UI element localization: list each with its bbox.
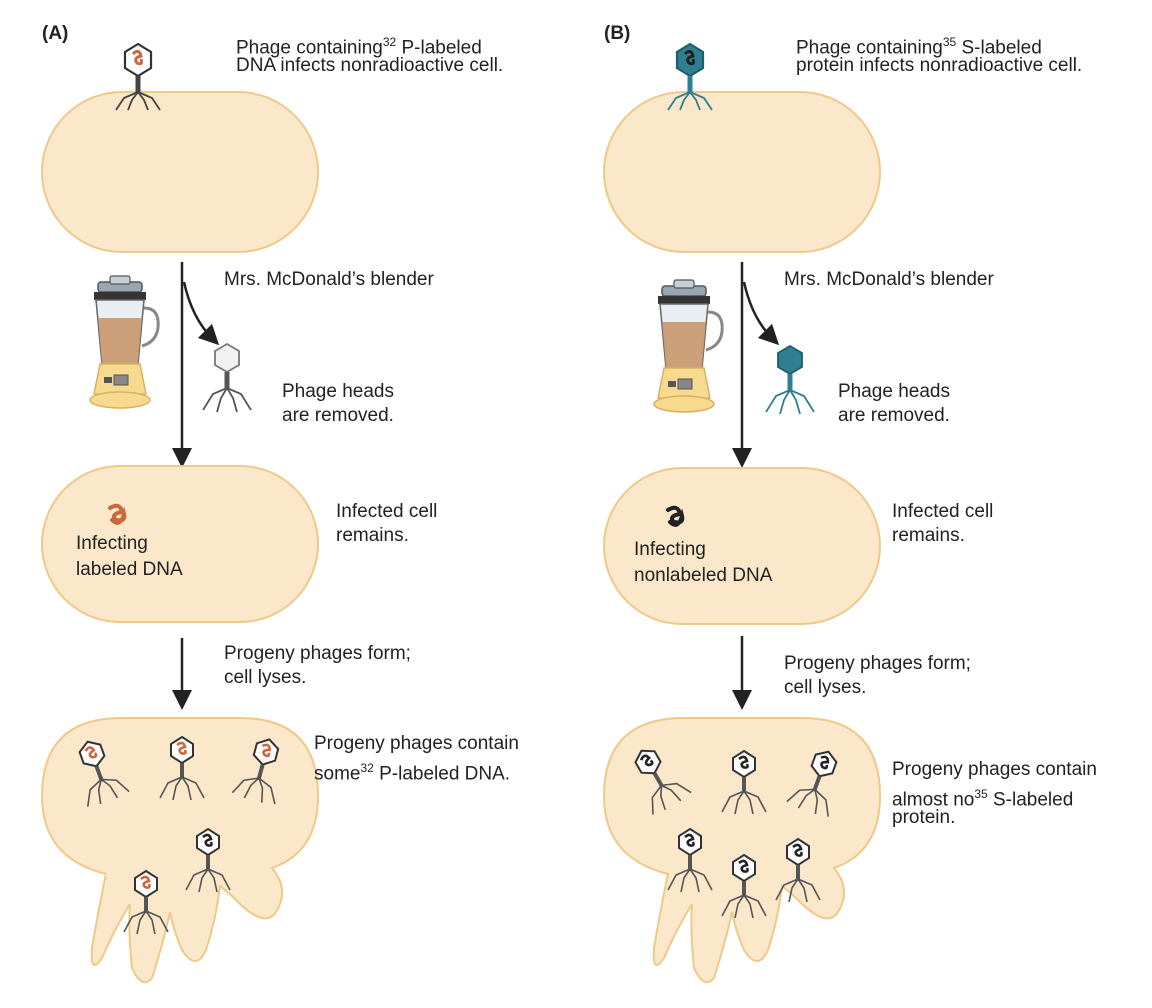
panel-b-tag: (B) [604,23,631,44]
remains-line1-b: Infected cell [892,501,994,522]
infecting-line2-b: nonlabeled DNA [634,565,773,586]
progeny-step-line1-a: Progeny phages form; [224,643,411,664]
arrow-icon [742,281,780,346]
result-line2-b: almost no35 S-labeled [892,782,1073,812]
result-line1-b: Progeny phages contain [892,759,1097,780]
result-text: almost no [892,789,975,811]
progeny-step-line2-b: cell lyses. [784,677,867,698]
step1-line2-a: DNA infects nonradioactive cell. [236,55,504,76]
phage-icon [721,749,767,815]
phage-icon [202,342,252,413]
step1-label-a: Phage containing32 P-labeled [236,30,482,60]
result-line2-a: some32 P-labeled DNA. [314,756,510,786]
phage-icon [185,827,231,893]
phage-icon [123,869,169,935]
infecting-line1-a: Infecting [76,533,148,554]
panel-a [40,42,320,984]
cell-initial [41,91,319,253]
progeny-step-line1-b: Progeny phages form; [784,653,971,674]
phage-icon [786,750,838,817]
result-text: S-labeled [987,789,1074,811]
blender-icon [653,279,724,413]
panel-a-tag: (A) [42,23,69,44]
phage-icon [159,735,205,801]
phage-icon [765,344,815,415]
cell-infected [41,465,319,623]
removed-line2-a: are removed. [282,405,394,426]
dna-coil-icon [108,503,127,525]
blender-icon [89,275,160,409]
phage-icon [78,740,130,807]
cell-initial [603,91,881,253]
isotope-superscript: 32 [382,35,397,49]
arrow-icon [182,281,220,346]
result-line1-a: Progeny phages contain [314,733,519,754]
panel-b [602,42,882,984]
step1-text: P-labeled [396,37,482,59]
phage-icon [721,853,767,919]
step1-line2-b: protein infects nonradioactive cell. [796,55,1083,76]
isotope-superscript: 32 [360,761,374,775]
phage-icon [115,42,161,111]
step1-text: Phage containing [796,37,943,59]
isotope-superscript: 35 [974,787,988,801]
dna-coil-icon [666,505,685,527]
isotope-superscript: 35 [942,35,957,49]
step1-text: S-labeled [956,37,1042,59]
phage-icon [667,42,713,111]
result-line3-b: protein. [892,807,956,828]
removed-line1-a: Phage heads [282,381,394,402]
blender-label-b: Mrs. McDonald’s blender [784,269,994,290]
result-text: some [314,763,361,785]
infecting-line2-a: labeled DNA [76,559,183,580]
removed-line2-b: are removed. [838,405,950,426]
remains-line2-b: remains. [892,525,965,546]
phage-icon [231,738,280,805]
phage-icon [634,749,692,815]
phage-icon [775,837,821,903]
phage-icon [667,827,713,893]
remains-line1-a: Infected cell [336,501,438,522]
blender-label-a: Mrs. McDonald’s blender [224,269,434,290]
removed-line1-b: Phage heads [838,381,950,402]
infecting-line1-b: Infecting [634,539,706,560]
result-text: P-labeled DNA. [373,763,511,785]
remains-line2-a: remains. [336,525,409,546]
step1-label-b: Phage containing35 S-labeled [796,30,1042,60]
progeny-step-line2-a: cell lyses. [224,667,307,688]
step1-text: Phage containing [236,37,383,59]
